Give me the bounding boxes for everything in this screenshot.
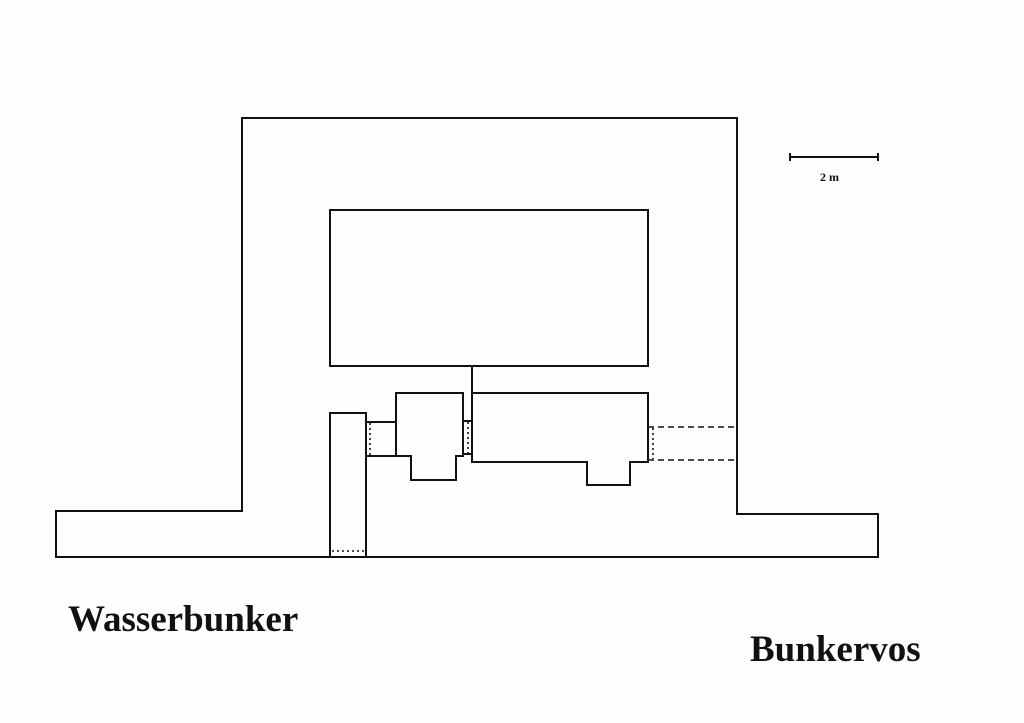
scale-bar-label: 2 m: [820, 170, 839, 184]
right-elongated-block: [471, 392, 649, 486]
small-middle-block: [395, 392, 464, 481]
upper-room: [329, 209, 649, 367]
left-title: Wasserbunker: [68, 599, 299, 640]
left-narrow-room: [329, 412, 367, 558]
right-title: Bunkervos: [750, 629, 921, 670]
outer-wall-outline: [55, 117, 879, 558]
